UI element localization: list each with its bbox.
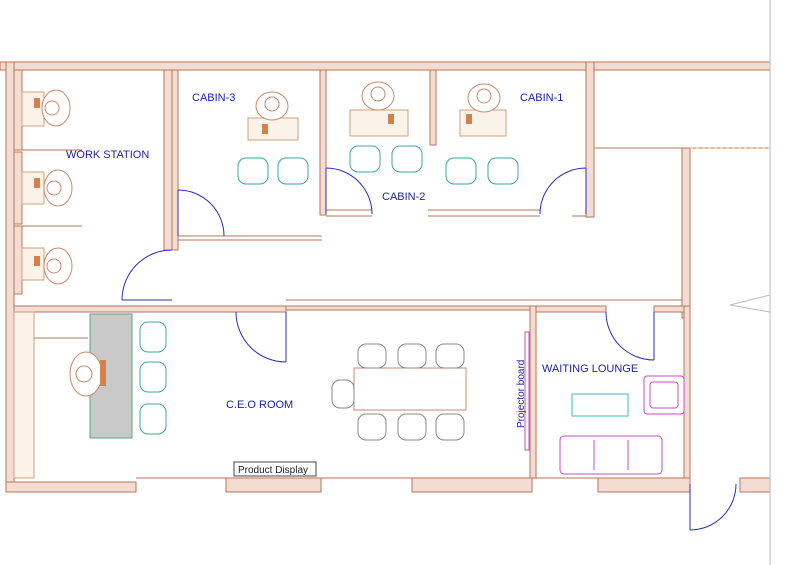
room-label-cabin-3: CABIN-3	[192, 92, 235, 104]
product-display-label: Product Display	[238, 465, 308, 476]
ceo-shelf	[13, 311, 88, 479]
workstation-desk-1	[21, 89, 71, 127]
cabin-doors	[121, 167, 587, 301]
cabin-walls	[171, 69, 586, 251]
cabin-1-furniture	[445, 83, 519, 185]
ceo-room-walls	[13, 299, 691, 479]
projector-board: Projector board	[516, 331, 530, 451]
ceo-desk	[69, 313, 167, 439]
lounge-furniture	[559, 375, 685, 475]
projector-board-label: Projector board	[516, 360, 527, 428]
room-label-ceo: C.E.O ROOM	[226, 399, 293, 411]
workstation-desk-3	[21, 247, 73, 285]
conference-table	[331, 343, 467, 441]
product-display: Product Display	[233, 461, 317, 477]
workstation-desk-2	[21, 169, 73, 207]
cabin-3-furniture	[237, 91, 309, 185]
room-label-work-station: WORK STATION	[66, 149, 149, 161]
ceo-room-door	[235, 311, 287, 363]
cabin-2-furniture	[349, 81, 423, 173]
room-label-waiting-lounge: WAITING LOUNGE	[542, 363, 638, 375]
lounge-doors	[605, 311, 737, 531]
room-label-cabin-2: CABIN-2	[382, 191, 425, 203]
room-label-cabin-1: CABIN-1	[520, 92, 563, 104]
outer-walls	[0, 0, 771, 565]
